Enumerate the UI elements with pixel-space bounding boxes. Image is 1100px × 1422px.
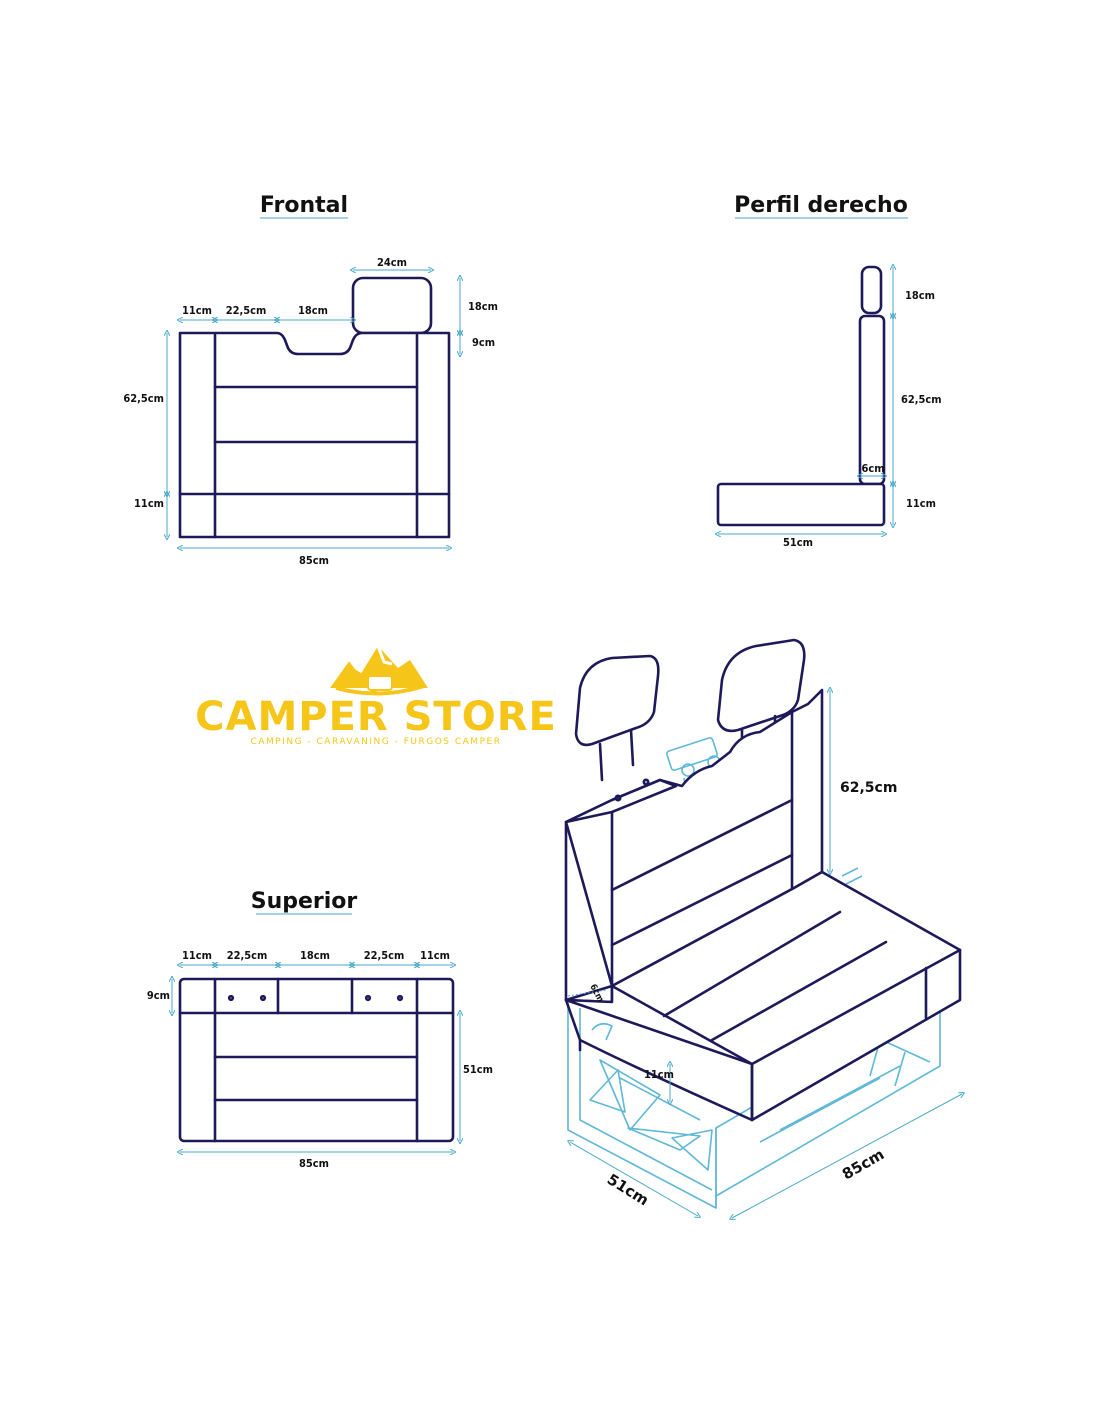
- top-mount-hole: [259, 994, 267, 1002]
- front-headrest: [351, 276, 433, 335]
- iso-dim-width: 85cm: [839, 1145, 887, 1183]
- top-view-title: Superior: [251, 889, 358, 914]
- iso-headrest-right: [716, 638, 806, 733]
- iso-dim-back-height: 62,5cm: [840, 780, 897, 796]
- iso-dim-seat-height: 11cm: [644, 1068, 674, 1081]
- top-body: [178, 977, 455, 1143]
- front-dim-cut: 18cm: [298, 304, 328, 317]
- iso-dim-line-51: [570, 1142, 698, 1216]
- mountain-camper-icon: [330, 645, 428, 696]
- front-view-title: Frontal: [260, 193, 348, 218]
- top-dim-back-depth: 9cm: [147, 989, 170, 1002]
- top-dim-seg4: 22,5cm: [364, 949, 405, 962]
- iso-headrest-left: [574, 654, 660, 747]
- top-dim-seat-depth: 51cm: [463, 1063, 493, 1076]
- top-dim-total-width: 85cm: [299, 1157, 329, 1170]
- top-view: Superior 11cm 22,5cm 18cm 22,5cm 11cm 9c…: [147, 889, 493, 1170]
- iso-dim-line-6: [567, 989, 607, 997]
- side-dim-back-thickness: 6cm: [861, 462, 884, 475]
- isometric-view: 62,5cm 6cm 11cm 51cm 85cm: [564, 638, 962, 1218]
- side-seat: [716, 482, 886, 527]
- logo-tagline: CAMPING - CARAVANING - FURGOS CAMPER: [251, 737, 502, 747]
- iso-headrest-left-posts: [598, 728, 635, 782]
- iso-dim-line-85: [732, 1094, 962, 1218]
- side-backrest: [858, 314, 886, 486]
- front-body: [178, 331, 451, 539]
- top-mount-hole: [364, 994, 372, 1002]
- side-dim-seat-height: 11cm: [906, 497, 936, 510]
- camper-store-logo: CAMPER STORE CAMPING - CARAVANING - FURG…: [195, 645, 557, 747]
- top-dim-seg3: 18cm: [300, 949, 330, 962]
- logo-name: CAMPER STORE: [195, 694, 557, 740]
- iso-headrests: [574, 638, 806, 782]
- front-dim-left: 11cm: [182, 304, 212, 317]
- front-dim-headrest-width: 24cm: [377, 256, 407, 269]
- front-dim-mid: 22,5cm: [226, 304, 267, 317]
- side-dim-headrest-height: 18cm: [905, 289, 935, 302]
- top-mount-hole: [227, 994, 235, 1002]
- front-view: Frontal 11cm 22,5cm 18cm 24cm 18cm 9cm 6…: [123, 193, 498, 567]
- side-dim-back-height: 62,5cm: [901, 393, 942, 406]
- side-view-title: Perfil derecho: [734, 193, 908, 218]
- front-dim-total-width: 85cm: [299, 554, 329, 567]
- side-view: Perfil derecho 18cm 62,5cm 6cm 11cm 51cm: [718, 193, 942, 549]
- front-dim-seat-height: 11cm: [134, 497, 164, 510]
- front-dim-back-height: 62,5cm: [123, 392, 164, 405]
- front-dim-headrest-height: 18cm: [468, 300, 498, 313]
- side-headrest: [860, 265, 883, 315]
- side-dim-depth: 51cm: [783, 536, 813, 549]
- front-dim-headrest-gap: 9cm: [472, 336, 495, 349]
- top-dim-seg2: 22,5cm: [227, 949, 268, 962]
- top-mount-hole: [396, 994, 404, 1002]
- iso-seat: [564, 870, 962, 1122]
- top-dim-seg5: 11cm: [420, 949, 450, 962]
- iso-backrest: [564, 688, 824, 1004]
- top-dim-seg1: 11cm: [182, 949, 212, 962]
